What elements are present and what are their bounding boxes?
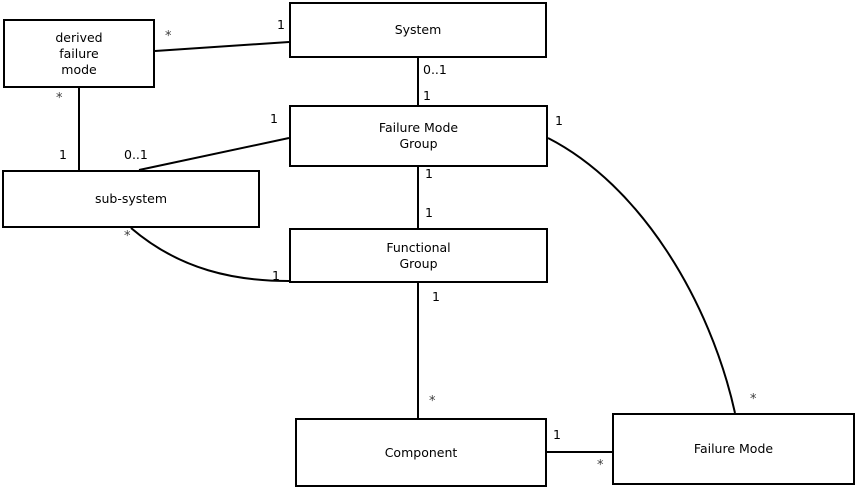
- multiplicity-label-m-component-fg-star: *: [429, 394, 436, 409]
- multiplicity-label-m-fg-subsystem-one: 1: [272, 268, 280, 283]
- class-name-system: System: [394, 22, 442, 37]
- multiplicity-label-m-system-dfm-one: 1: [277, 17, 285, 32]
- class-box-functional-group[interactable]: Functional Group: [289, 228, 548, 283]
- association-sub-system-to-functional-group: [130, 227, 290, 282]
- multiplicity-label-m-fmg-system-one: 1: [423, 88, 431, 103]
- multiplicity-label-m-subsystem-dfm-one: 1: [59, 147, 67, 162]
- class-box-failure-mode-group[interactable]: Failure Mode Group: [289, 105, 548, 167]
- class-box-component[interactable]: Component: [295, 418, 547, 487]
- multiplicity-label-m-dfm-subsystem-star: *: [56, 91, 63, 106]
- class-name-derived-failure-mode: derived failure mode: [55, 29, 103, 77]
- class-name-sub-system: sub-system: [94, 191, 168, 206]
- class-box-system[interactable]: System: [289, 2, 547, 58]
- multiplicity-label-m-subsystem-fmg-zero-one: 0..1: [124, 147, 148, 162]
- class-name-functional-group: Functional Group: [386, 239, 451, 271]
- multiplicity-label-m-fg-fmg-one: 1: [425, 205, 433, 220]
- class-box-derived-failure-mode[interactable]: derived failure mode: [3, 19, 155, 88]
- multiplicity-label-m-fmg-subsystem-one: 1: [270, 111, 278, 126]
- class-box-sub-system[interactable]: sub-system: [2, 170, 260, 228]
- multiplicity-label-m-fm-component-star: *: [597, 458, 604, 473]
- class-box-failure-mode[interactable]: Failure Mode: [612, 413, 855, 485]
- multiplicity-label-m-fmg-fm-one: 1: [555, 113, 563, 128]
- association-sub-system-to-failure-mode-group: [138, 137, 290, 171]
- multiplicity-label-m-fmg-fg-one: 1: [425, 166, 433, 181]
- multiplicity-label-m-fg-component-one: 1: [432, 289, 440, 304]
- multiplicity-label-m-dfm-system-star: *: [165, 29, 172, 44]
- association-failure-mode-group-to-failure-mode: [547, 137, 736, 414]
- multiplicity-label-m-subsystem-fg-star: *: [124, 229, 131, 244]
- class-name-failure-mode: Failure Mode: [693, 441, 774, 456]
- class-name-component: Component: [384, 444, 458, 460]
- multiplicity-label-m-component-fm-one: 1: [553, 427, 561, 442]
- multiplicity-label-m-system-fmg-zero-one: 0..1: [423, 62, 447, 77]
- association-derived-failure-mode-to-system: [154, 41, 290, 52]
- multiplicity-label-m-fm-fmg-star: *: [750, 392, 757, 407]
- class-name-failure-mode-group: Failure Mode Group: [378, 120, 459, 151]
